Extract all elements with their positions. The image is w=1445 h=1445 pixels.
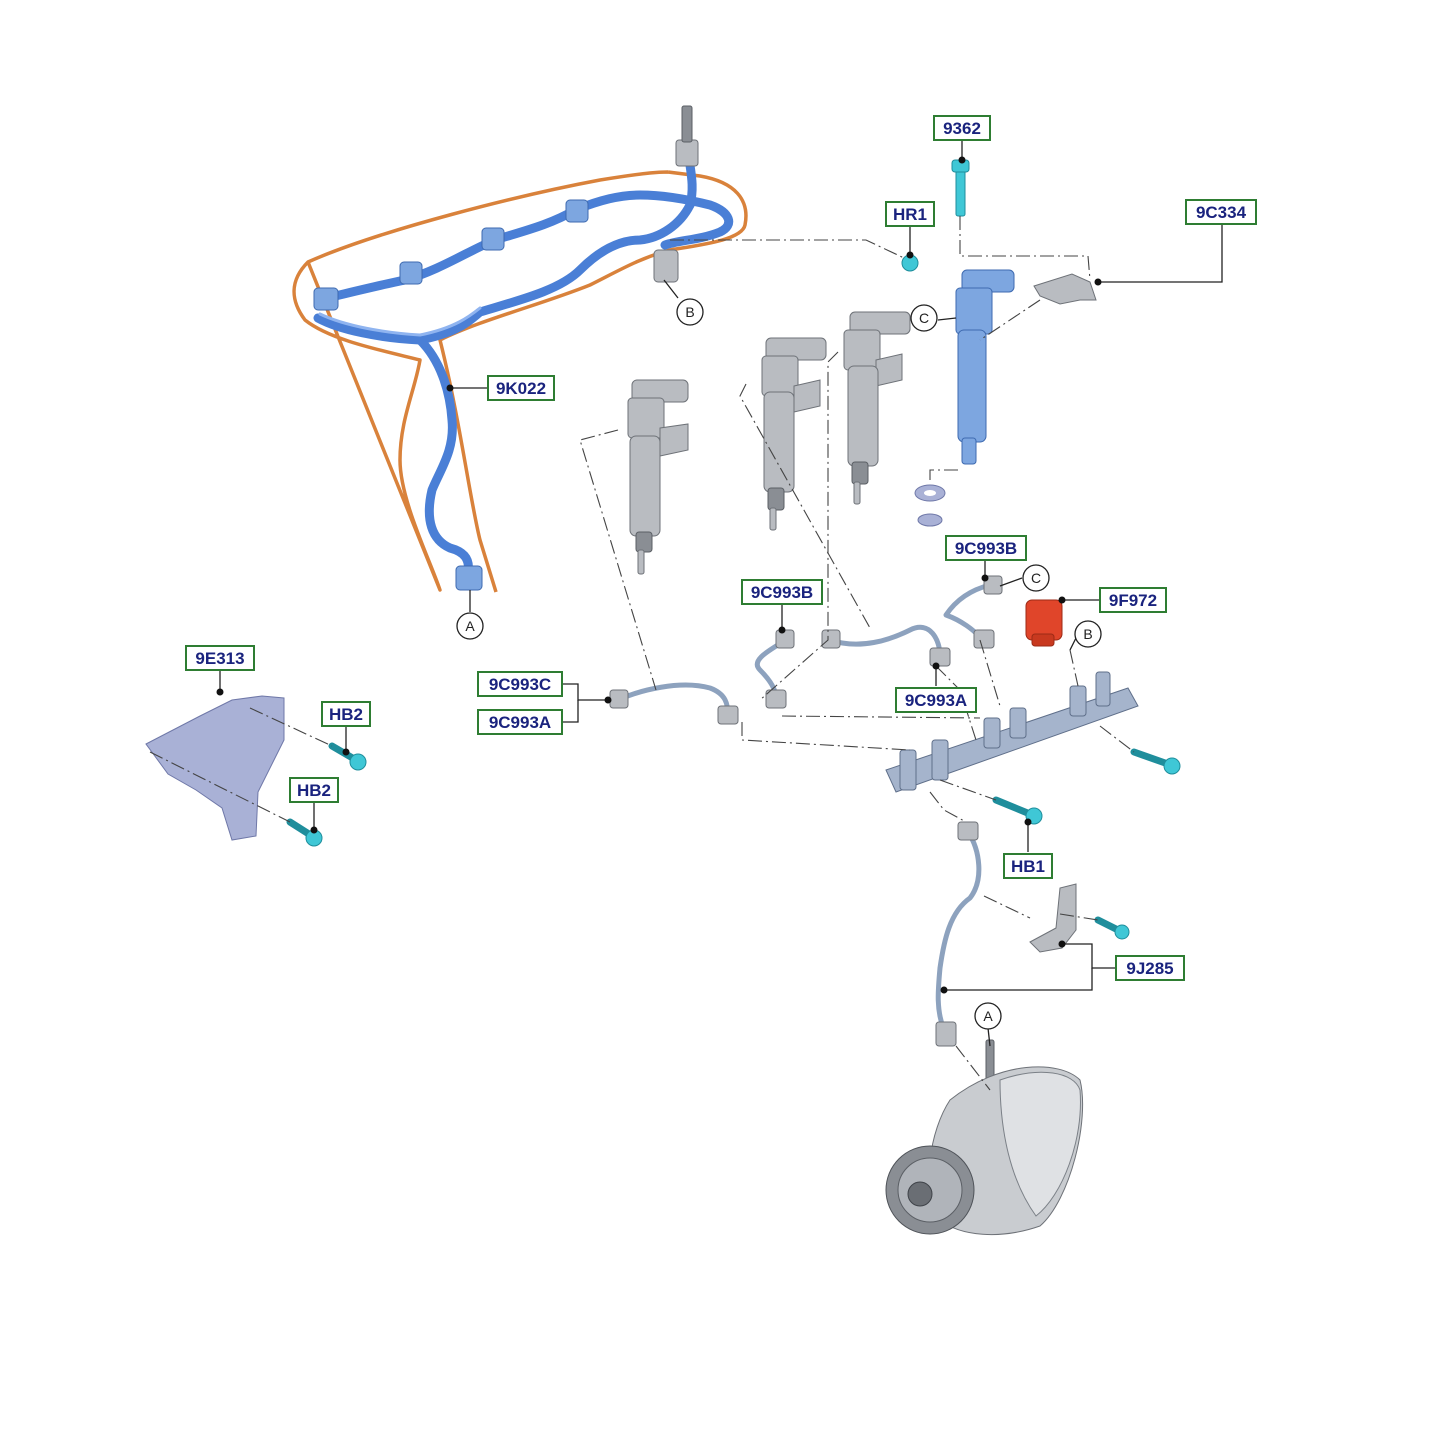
part-label-9f972-text: 9F972 [1109, 591, 1157, 610]
callout-b-rail-text: B [1083, 626, 1092, 642]
hose-connector-2 [399, 261, 423, 285]
part-label-9c993a-mid: 9C993A [895, 687, 977, 713]
hose-end-fitting-a [455, 565, 483, 591]
callout-b-hose: B [676, 298, 704, 326]
hose-main-run [313, 200, 695, 345]
callout-c-pipe-text: C [1031, 570, 1041, 586]
injectors [627, 269, 1015, 575]
part-label-9j285: 9J285 [1115, 955, 1185, 981]
part-label-9c993a-left: 9C993A [477, 709, 563, 735]
part-label-9k022-text: 9K022 [496, 379, 546, 398]
part-label-hb1-text: HB1 [1011, 857, 1045, 876]
part-label-9f972: 9F972 [1099, 587, 1167, 613]
part-label-9c993c: 9C993C [477, 671, 563, 697]
part-label-hb2-top-text: HB2 [329, 705, 363, 724]
callout-b-rail: B [1074, 620, 1102, 648]
part-label-9c993a-mid-text: 9C993A [905, 691, 967, 710]
hose-end-fitting-b [653, 249, 679, 283]
part-label-9c993b-top: 9C993B [945, 535, 1027, 561]
part-label-9362: 9362 [933, 115, 991, 141]
callout-a-hose: A [456, 612, 484, 640]
callout-a-hose-text: A [465, 618, 475, 634]
bolt-hb2-bottom [286, 818, 323, 847]
bolt-9362 [955, 167, 966, 217]
part-label-9c993a-left-text: 9C993A [489, 713, 551, 732]
bolts [286, 742, 1181, 940]
pipe-bracket-9j285 [1029, 883, 1077, 953]
hose-drop-run [415, 335, 473, 577]
bolt-hb1 [992, 796, 1043, 825]
part-label-9c993b-mid: 9C993B [741, 579, 823, 605]
callout-b-hose-text: B [685, 304, 694, 320]
leader-dots [216, 156, 1102, 994]
part-label-9e313-text: 9E313 [195, 649, 244, 668]
part-label-9c993b-mid-text: 9C993B [751, 583, 813, 602]
part-label-9362-text: 9362 [943, 119, 981, 138]
part-label-9c334-text: 9C334 [1196, 203, 1247, 222]
hose-connector-4 [565, 199, 589, 223]
part-label-9j285-text: 9J285 [1126, 959, 1173, 978]
callout-a-pump-text: A [983, 1008, 993, 1024]
injector-1 [627, 379, 689, 575]
part-label-hb2-bottom-text: HB2 [297, 781, 331, 800]
injector-clamp-hardware [901, 159, 1097, 305]
callout-c-pipe: C [1022, 564, 1050, 592]
part-label-hr1-text: HR1 [893, 205, 927, 224]
part-label-9k022: 9K022 [487, 375, 555, 401]
part-label-9e313: 9E313 [185, 645, 255, 671]
injector-seal-ring [917, 513, 943, 527]
bolt-rail-right [1130, 748, 1181, 775]
callout-a-pump: A [974, 1002, 1002, 1030]
callout-c-injector: C [910, 304, 938, 332]
high-pressure-pump [885, 1039, 1084, 1235]
injector-2 [761, 337, 827, 531]
hose-connector-1 [313, 287, 339, 311]
part-label-9c993b-top-text: 9C993B [955, 539, 1017, 558]
part-label-hb2-bottom: HB2 [289, 777, 339, 803]
assembly-centerlines [149, 216, 1135, 1091]
hose-connector-3 [481, 227, 505, 251]
part-label-9c993c-text: 9C993C [489, 675, 551, 694]
part-label-hb2-top: HB2 [321, 701, 371, 727]
bolt-bracket-9j285 [1094, 916, 1130, 940]
fuel-rail-assembly [885, 599, 1139, 793]
callout-c-injector-text: C [919, 310, 929, 326]
hose-highlight-outline [292, 170, 748, 593]
leak-off-hose-assembly [292, 105, 748, 593]
hose-top-fitting [675, 139, 699, 167]
bracket-9e313 [145, 695, 285, 841]
bolt-hb2-top [328, 742, 367, 771]
pipe-pump-to-rail [935, 829, 982, 1033]
injector-clamp-9c334 [1033, 273, 1097, 305]
pipe-9c993a-mid [827, 625, 943, 659]
high-pressure-pipes [609, 575, 1003, 1047]
part-label-hb1: HB1 [1003, 853, 1053, 879]
part-label-9c334: 9C334 [1185, 199, 1257, 225]
pipe-9c993c [615, 682, 731, 719]
injector-4 [955, 269, 1015, 465]
part-label-hr1: HR1 [885, 201, 935, 227]
injector-3 [843, 311, 911, 505]
